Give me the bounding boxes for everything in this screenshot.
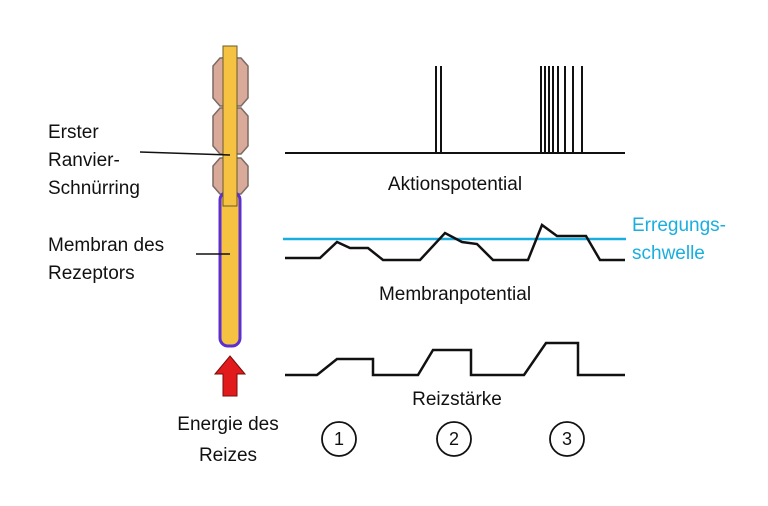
marker-2: 2 xyxy=(436,421,472,457)
marker-circle xyxy=(436,421,472,457)
action-potential-trace: Aktionspotential xyxy=(285,66,625,195)
node-pointer-line xyxy=(139,151,231,156)
stimulus-strength-trace: Reizstärke xyxy=(285,341,625,410)
action-potential-label: Aktionspotential xyxy=(388,174,522,195)
energy-label-line-1: Energie des xyxy=(177,414,278,435)
spike-group-2 xyxy=(540,66,583,153)
energy-label-line-2: Reizes xyxy=(199,445,257,466)
threshold-label-line-1: Erregungs- xyxy=(632,215,726,236)
marker-3: 3 xyxy=(549,421,585,457)
marker-number: 2 xyxy=(449,429,459,449)
left-labels: Erster Ranvier- Schnürring Membran des R… xyxy=(48,122,279,466)
receptor-membrane xyxy=(218,190,242,348)
node-label-line-1: Erster xyxy=(48,122,99,143)
membrane-label-line-2: Rezeptors xyxy=(48,263,135,284)
membrane-potential-label: Membranpotential xyxy=(379,284,531,305)
stimulus-energy-arrow xyxy=(213,355,247,397)
membrane-potential-trace: Membranpotential xyxy=(283,223,626,305)
stimulus-strength-curve xyxy=(285,341,625,377)
marker-circle xyxy=(321,421,357,457)
stimulus-strength-label: Reizstärke xyxy=(412,389,502,410)
membrane-potential-curve xyxy=(285,223,625,262)
marker-number: 1 xyxy=(334,429,344,449)
marker-circle xyxy=(549,421,585,457)
marker-number: 3 xyxy=(562,429,572,449)
marker-1: 1 xyxy=(321,421,357,457)
spike-group-1 xyxy=(435,66,442,153)
membrane-label-line-1: Membran des xyxy=(48,235,164,256)
threshold-label-line-2: schwelle xyxy=(632,243,705,264)
node-label-line-2: Ranvier- xyxy=(48,150,120,171)
axon-core xyxy=(222,45,238,207)
receptor-neuron xyxy=(212,45,249,397)
node-label-line-3: Schnürring xyxy=(48,178,140,199)
